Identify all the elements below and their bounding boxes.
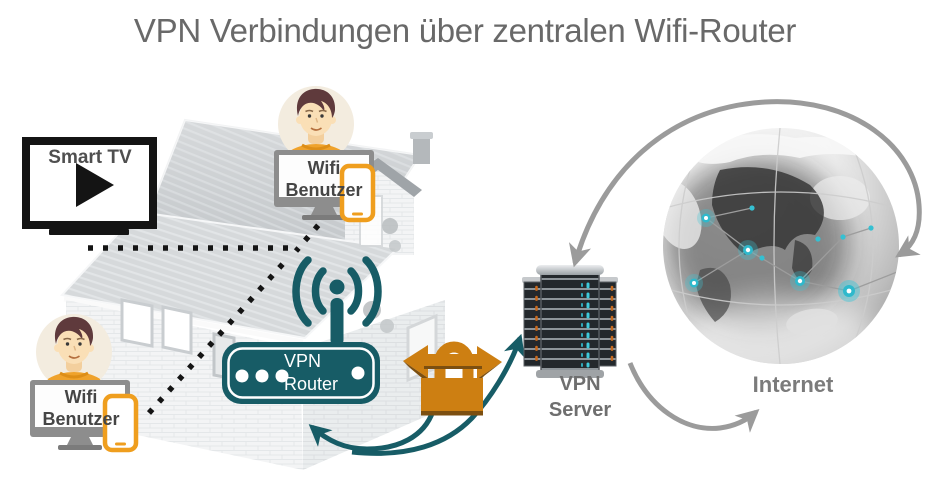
play-icon [76, 163, 114, 207]
smart-tv [22, 137, 157, 235]
vpn-router-label: VPN Router [284, 350, 338, 396]
server-rack-icon [522, 265, 618, 378]
wifi-dotted-links [88, 212, 331, 415]
wifi-user-bottom-label: Wifi Benutzer [34, 386, 128, 430]
arrow-router-to-server [351, 333, 525, 456]
vpn-router [222, 342, 380, 404]
wifi-antenna-icon [292, 256, 382, 346]
arrow-server-to-router [308, 410, 436, 452]
wifi-user-bottom-line2: Benutzer [42, 409, 120, 429]
chimney [410, 132, 433, 164]
wifi-user-bottom-line1: Wifi [64, 387, 98, 407]
vpn-server-line1: VPN [559, 373, 601, 395]
vpn-router-line2: Router [284, 374, 339, 394]
wifi-user-top-label: Wifi Benutzer [277, 157, 371, 201]
wifi-user-top-line2: Benutzer [285, 180, 363, 200]
padlock-icon [403, 341, 502, 416]
page-title: VPN Verbindungen über zentralen Wifi-Rou… [133, 12, 797, 49]
link-user-bottom [146, 255, 292, 415]
smart-tv-label: Smart TV [48, 147, 132, 168]
internet-label: Internet [752, 372, 834, 397]
wifi-user-top-line1: Wifi [307, 158, 341, 178]
vpn-server-label: VPN Server [526, 371, 634, 423]
vpn-tunnel-arrows [308, 333, 525, 456]
vpn-router-line1: VPN [284, 351, 322, 371]
arrow-globe-server-loop [568, 99, 922, 268]
arrow-server-to-internet [627, 362, 760, 433]
globe-icon [663, 128, 899, 364]
vpn-server-line2: Server [548, 399, 612, 421]
internet-arrows [568, 99, 922, 433]
